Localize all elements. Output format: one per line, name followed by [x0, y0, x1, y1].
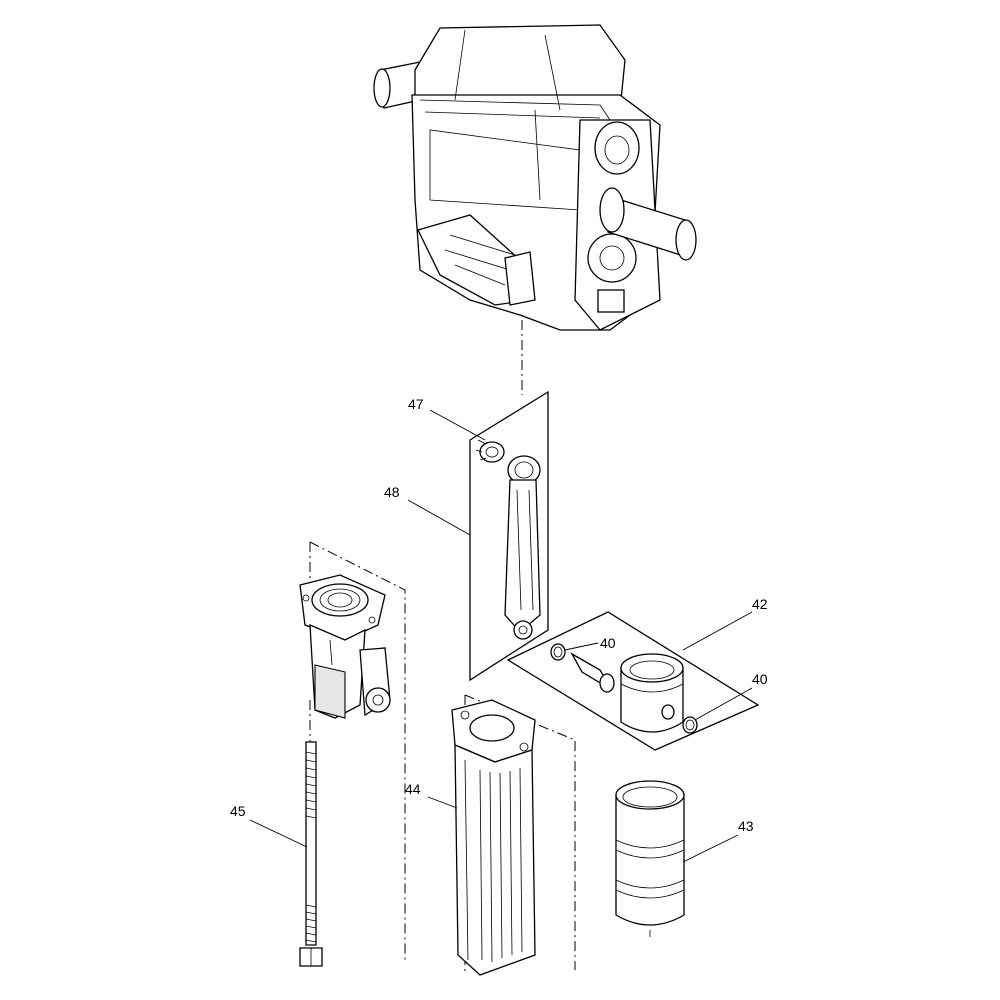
cylinder-head-block [299, 574, 391, 719]
conrod-assembly-frame [469, 390, 549, 682]
piston-42 [620, 653, 684, 733]
snap-ring-40-right [682, 716, 698, 734]
snap-ring-40-left [550, 643, 566, 661]
leader-43 [682, 834, 739, 863]
crankcase-housing [373, 24, 697, 331]
callout-44: 44 [405, 781, 421, 797]
piston-pin [570, 652, 615, 693]
callout-40-upper: 40 [600, 635, 616, 651]
callout-47: 47 [408, 396, 424, 412]
leader-42 [682, 611, 753, 651]
piston-assembly-frame [506, 611, 760, 751]
cylinder-housing-44 [451, 699, 536, 976]
leader-40a [564, 642, 599, 651]
leader-48 [407, 499, 471, 536]
leader-40b [694, 687, 753, 721]
callout-42: 42 [752, 596, 768, 612]
tie-bolt-45 [299, 741, 323, 967]
leader-45 [249, 819, 308, 848]
callout-48: 48 [384, 484, 400, 500]
piston-sleeve-43 [615, 780, 685, 937]
connecting-rod-48 [504, 455, 541, 640]
callout-45: 45 [230, 803, 246, 819]
leader-44 [427, 796, 458, 809]
needle-bearing-47 [475, 439, 505, 463]
callout-43: 43 [738, 818, 754, 834]
leader-47 [429, 409, 486, 441]
callout-40-lower: 40 [752, 671, 768, 687]
